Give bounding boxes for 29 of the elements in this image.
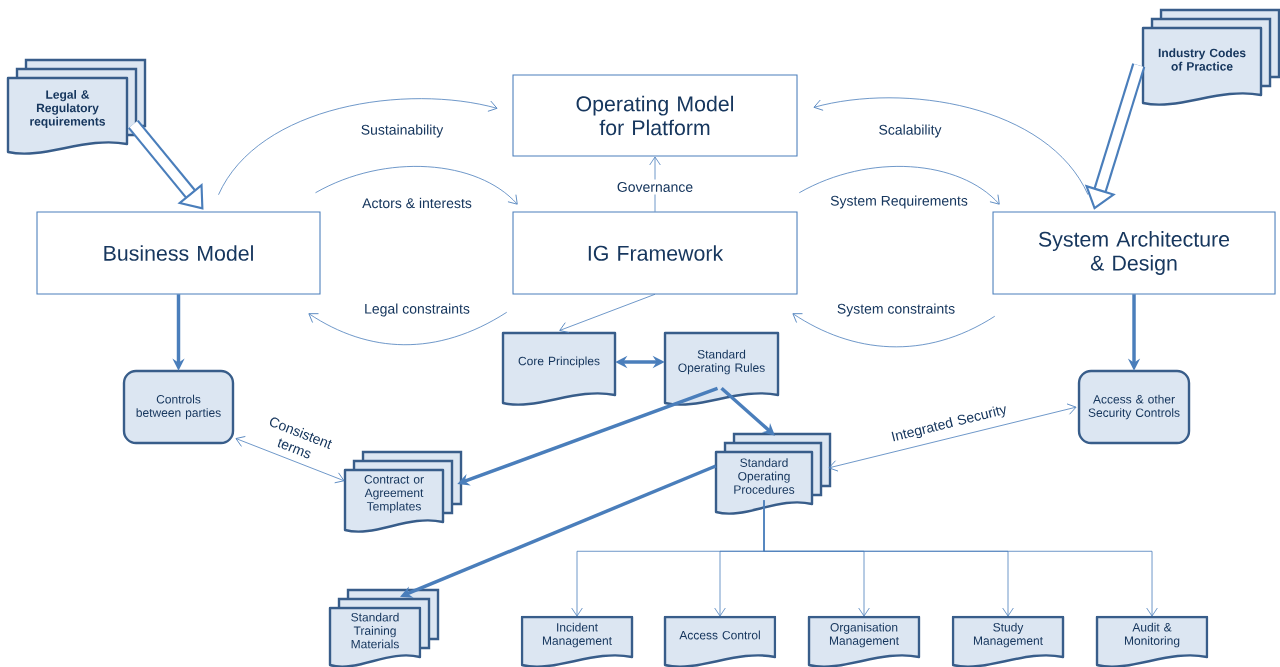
process-box: IG Framework bbox=[512, 211, 798, 295]
document-stack: Standard Training Materials bbox=[328, 588, 440, 667]
rounded-box: Controls between parties bbox=[122, 369, 235, 445]
process-box: Business Model bbox=[36, 211, 321, 295]
arrow bbox=[792, 313, 996, 348]
process-box: System Architecture & Design bbox=[992, 211, 1276, 295]
edge-label: System constraints bbox=[837, 303, 955, 317]
document-stack: Standard Operating Procedures bbox=[714, 432, 832, 515]
document-stack: Contract or Agreement Templates bbox=[343, 450, 463, 533]
double-arrow bbox=[828, 403, 1077, 472]
rounded-box: Access & other Security Controls bbox=[1077, 369, 1191, 445]
edge-label: Legal constraints bbox=[365, 303, 470, 317]
edge-label: Scalability bbox=[879, 124, 942, 138]
edge-label: Governance bbox=[614, 179, 696, 195]
arrow bbox=[798, 166, 1000, 205]
double-arrow bbox=[235, 436, 345, 484]
block-arrow bbox=[128, 119, 204, 210]
arrow bbox=[813, 97, 1089, 196]
edge-label: Actors & interests bbox=[362, 197, 472, 209]
process-box: Operating Model for Platform bbox=[512, 74, 798, 157]
arrow bbox=[315, 166, 518, 205]
arrow bbox=[559, 293, 656, 333]
edge-label: Sustainability bbox=[361, 124, 444, 138]
document-stack: Legal & Regulatory requirements bbox=[6, 58, 147, 155]
document-stack: Industry Codes of Practice bbox=[1141, 8, 1280, 106]
edge-label: System Requirements bbox=[830, 195, 968, 209]
arrow bbox=[720, 386, 775, 436]
arrow bbox=[763, 499, 1158, 617]
arrow bbox=[308, 311, 508, 346]
